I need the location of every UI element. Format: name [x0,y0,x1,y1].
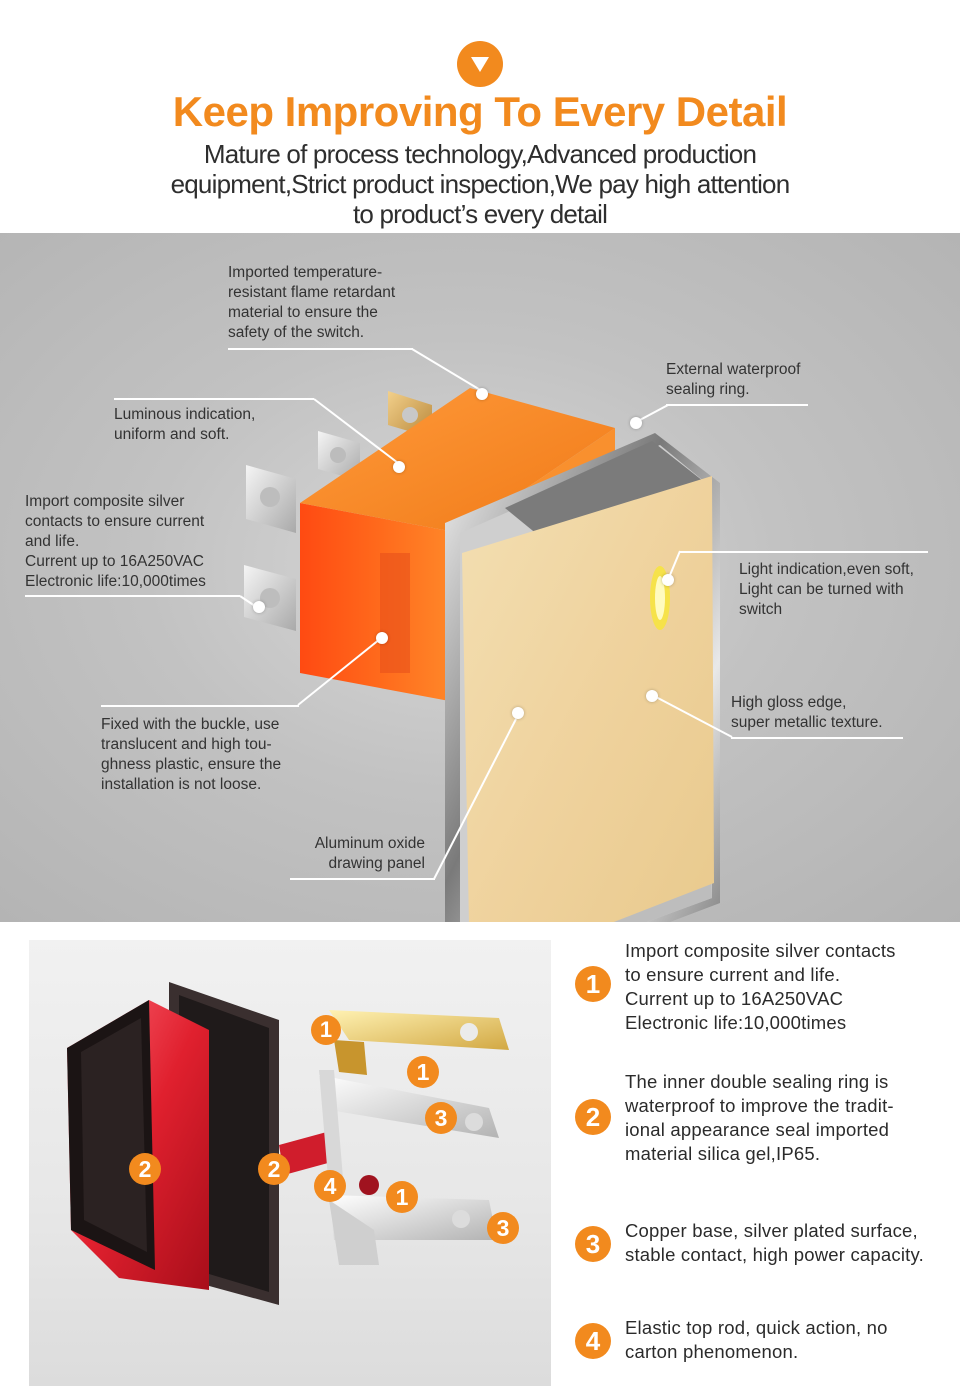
subtitle-line: to product’s every detail [352,199,608,229]
callout-high-gloss: High gloss edge, super metallic texture. [731,693,883,733]
callout-line: Electronic life:10,000times [25,573,206,590]
feature-line: carton phenomenon. [625,1341,799,1362]
feature-item: The inner double sealing ring is waterpr… [625,1070,894,1166]
callout-dot [662,574,674,586]
leader-line [290,878,435,880]
subtitle-line: equipment,Strict product inspection,We p… [170,169,791,199]
feature-line: Import composite silver contacts [625,940,896,961]
callout-luminous: Luminous indication, uniform and soft. [114,405,255,445]
callout-sealing-ring: External waterproof sealing ring. [666,360,800,400]
leader-line [655,696,733,738]
callout-line: translucent and high tou- [101,736,272,753]
feature-line: stable contact, high power capacity. [625,1244,924,1265]
leader-line [669,550,681,576]
callout-line: High gloss edge, [731,694,847,711]
exploded-label: 4 [314,1170,346,1202]
callout-line: material to ensure the [228,304,378,321]
callout-line: drawing panel [328,855,425,872]
callout-dot [476,388,488,400]
callout-line: super metallic texture. [731,714,883,731]
callout-line: Luminous indication, [114,406,256,423]
feature-line: waterproof to improve the tradit- [625,1095,894,1116]
leader-line [228,348,413,350]
rocker-switch-illustration [244,388,720,922]
callout-line: installation is not loose. [101,776,262,793]
callout-line: Import composite silver [25,493,185,510]
callout-buckle: Fixed with the buckle, use translucent a… [101,715,281,795]
callout-line: resistant flame retardant [228,284,396,301]
exploded-view-photo: 1 1 3 2 2 4 1 3 [29,940,551,1386]
feature-number-badge: 4 [575,1323,611,1359]
callout-light-indication: Light indication,even soft, Light can be… [739,560,914,620]
leader-line [297,638,381,706]
feature-line: Elastic top rod, quick action, no [625,1317,888,1338]
leader-line [666,404,808,406]
leader-line [680,551,928,553]
exploded-label: 1 [386,1181,418,1213]
feature-line: material silica gel,IP65. [625,1143,821,1164]
callout-aluminum-panel: Aluminum oxide drawing panel [297,834,425,874]
callout-line: Light can be turned with [739,581,904,598]
callout-line: uniform and soft. [114,426,230,443]
callout-line: safety of the switch. [228,324,365,341]
leader-line [25,595,240,597]
callout-flame-retardant: Imported temperature- resistant flame re… [228,263,395,343]
exploded-label: 3 [487,1212,519,1244]
callout-dot [512,707,524,719]
feature-line: Copper base, silver plated surface, [625,1220,918,1241]
callout-dot [253,601,265,613]
callout-dot [393,461,405,473]
callout-dot [646,690,658,702]
callout-line: sealing ring. [666,381,750,398]
feature-line: to ensure current and life. [625,964,841,985]
callout-dot [630,417,642,429]
feature-item: Elastic top rod, quick action, no carton… [625,1316,888,1364]
feature-line: The inner double sealing ring is [625,1071,889,1092]
exploded-label: 1 [311,1015,341,1045]
callout-line: contacts to ensure current [25,513,205,530]
feature-item: Copper base, silver plated surface, stab… [625,1219,924,1267]
feature-number-badge: 3 [575,1226,611,1262]
callout-dot [376,632,388,644]
callout-line: Light indication,even soft, [739,561,914,578]
feature-line: ional appearance seal imported [625,1119,890,1140]
feature-number-badge: 1 [575,966,611,1002]
product-photo-panel: Imported temperature- resistant flame re… [0,233,960,922]
callout-silver-contacts: Import composite silver contacts to ensu… [25,492,206,592]
leader-line [313,398,399,464]
callout-line: Imported temperature- [228,264,383,281]
leader-line [637,404,669,422]
exploded-switch-illustration [67,982,509,1305]
feature-number-badge: 2 [575,1099,611,1135]
page-title: Keep Improving To Every Detail [172,88,788,135]
leader-line [114,398,314,400]
leader-line [101,705,299,707]
feature-line: Electronic life:10,000times [625,1012,847,1033]
page-subtitle: Mature of process technology,Advanced pr… [100,139,860,229]
feature-item: Import composite silver contacts to ensu… [625,939,896,1035]
leader-line [411,348,483,392]
down-arrow-icon [457,41,503,87]
callout-line: Current up to 16A250VAC [25,553,204,570]
callout-line: Aluminum oxide [314,835,425,852]
callout-line: Fixed with the buckle, use [101,716,280,733]
feature-line: Current up to 16A250VAC [625,988,844,1009]
callout-line: switch [739,601,783,618]
callout-line: ghness plastic, ensure the [101,756,282,773]
leader-line [731,737,903,739]
callout-line: External waterproof [666,361,801,378]
exploded-label: 2 [129,1153,161,1185]
leader-line [433,718,517,880]
exploded-label: 3 [425,1102,457,1134]
exploded-label: 2 [258,1153,290,1185]
callout-line: and life. [25,533,80,550]
exploded-label: 1 [407,1056,439,1088]
subtitle-line: Mature of process technology,Advanced pr… [203,139,757,169]
